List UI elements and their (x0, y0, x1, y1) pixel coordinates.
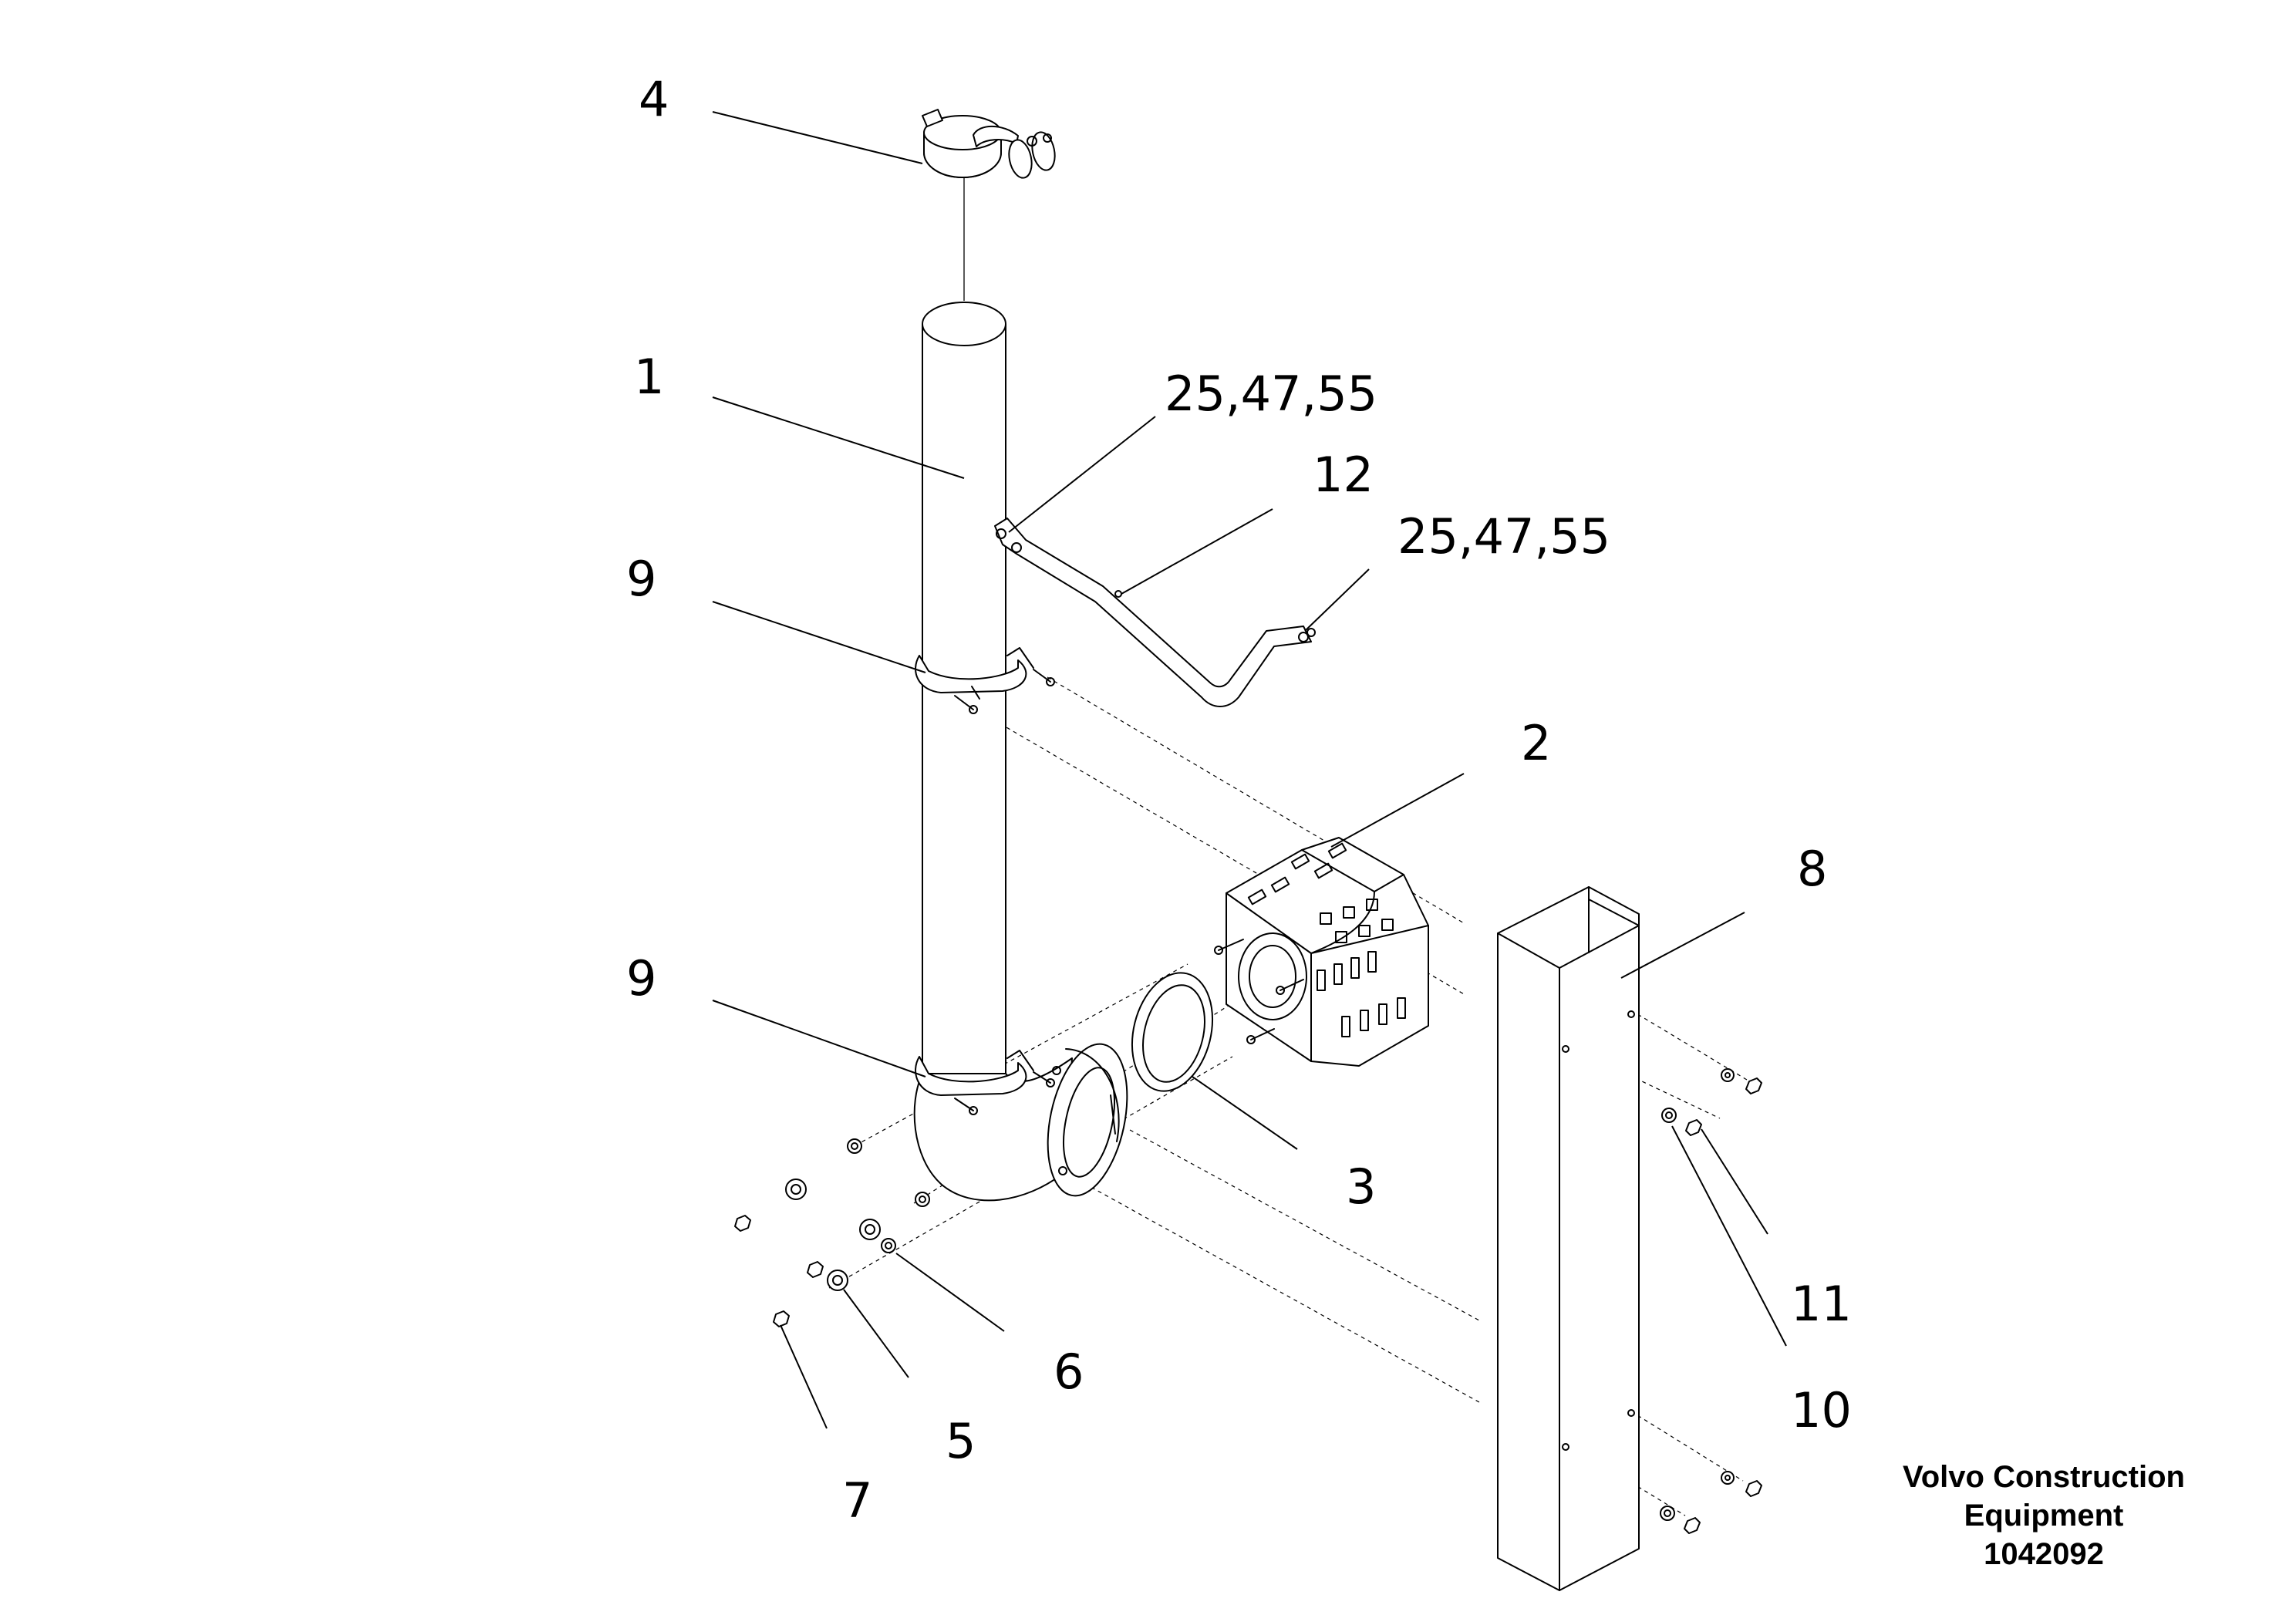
leader-lines (712, 111, 1787, 1429)
muffler-studs (1214, 939, 1304, 1044)
callout-9-lower: 9 (626, 950, 656, 1007)
exhaust-pipe-part (922, 302, 1006, 1088)
drawing-number: 1042092 (1984, 1537, 2104, 1571)
callout-11: 11 (1791, 1276, 1852, 1332)
flange-fasteners (734, 1138, 930, 1327)
mounting-channel-part (1497, 886, 1640, 1591)
credit-line-1: Volvo Construction (1903, 1460, 2185, 1494)
callout-25-47-55-upper: 25,47,55 (1165, 366, 1377, 422)
callout-1: 1 (634, 349, 664, 405)
callout-4: 4 (639, 71, 669, 127)
callout-7: 7 (842, 1472, 872, 1529)
callout-8: 8 (1797, 841, 1827, 897)
callout-9-upper: 9 (626, 551, 656, 607)
gasket-part (1131, 972, 1214, 1092)
callout-10: 10 (1791, 1382, 1852, 1438)
callout-3: 3 (1346, 1158, 1376, 1215)
lower-clamp-part (915, 1050, 1055, 1115)
muffler-slots (1247, 842, 1406, 1037)
callout-2: 2 (1521, 715, 1551, 771)
callout-12: 12 (1313, 447, 1374, 503)
elbow-flange-part (913, 1043, 1128, 1202)
callout-6: 6 (1054, 1344, 1084, 1400)
callout-labels: 4 1 25,47,55 12 25,47,55 9 2 8 9 3 11 6 … (626, 71, 1852, 1529)
credit-line-2: Equipment (1964, 1499, 2124, 1533)
publisher-credit: Volvo Construction Equipment 1042092 (1851, 1458, 2237, 1573)
muffler-part (1214, 837, 1429, 1067)
callout-5: 5 (946, 1413, 976, 1469)
rain-cap-part (922, 109, 1056, 179)
upper-clamp-part (915, 647, 1055, 714)
support-bracket-part (994, 518, 1316, 707)
callout-25-47-55-lower: 25,47,55 (1397, 508, 1610, 565)
channel-fasteners (1660, 1068, 1762, 1534)
